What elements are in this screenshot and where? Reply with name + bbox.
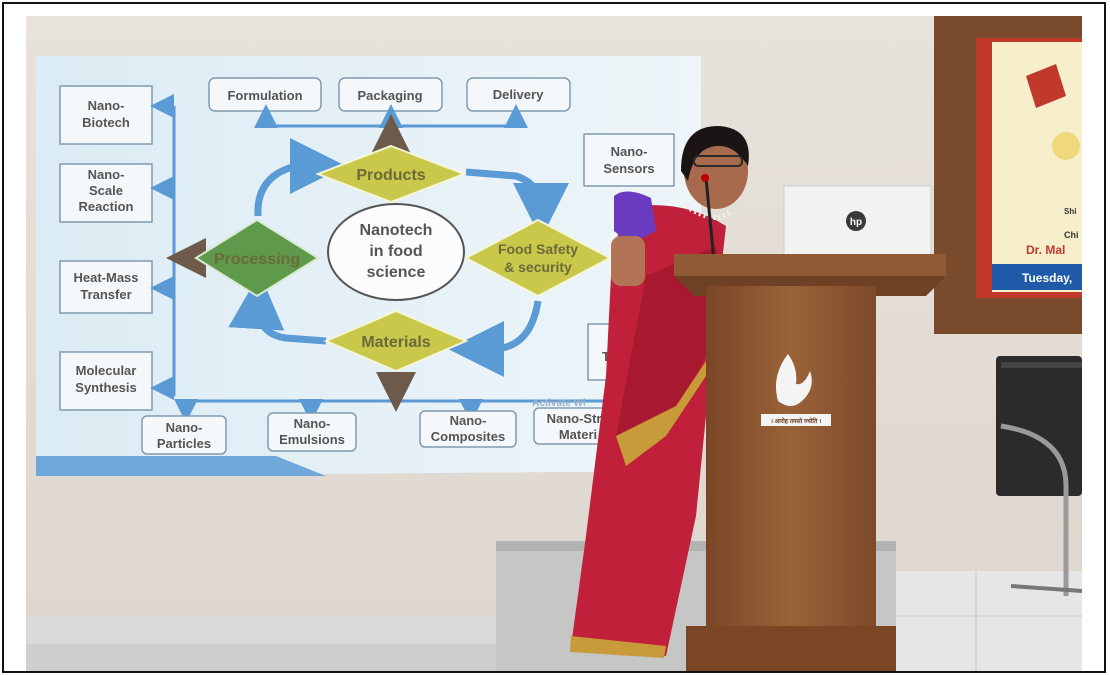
box-nano-scale-1: Nano- <box>88 167 125 182</box>
left-boxes: Nano- Biotech Nano- Scale Reaction Heat-… <box>59 85 153 411</box>
box-nano-scale-3: Reaction <box>79 199 134 214</box>
center-line-3: science <box>367 264 426 281</box>
box-nano-composites-1: Nano- <box>450 413 487 428</box>
photo: Formulation Packaging Delivery Nano- Bio… <box>26 16 1082 671</box>
activate-watermark: Activate Wi <box>532 398 586 409</box>
box-nano-scale-2: Scale <box>89 183 123 198</box>
box-molecular-2: Synthesis <box>75 380 136 395</box>
box-nano-structured-2: Materi <box>559 427 597 442</box>
box-nano-sensors-1: Nano- <box>611 144 648 159</box>
diamond-materials <box>323 309 469 373</box>
presenter <box>570 126 749 658</box>
diamond-food-safety <box>463 218 613 298</box>
banner-line-1: Shi <box>1064 207 1076 216</box>
banner-line-3: Dr. Mal <box>1026 243 1065 257</box>
box-nano-emulsions-2: Emulsions <box>279 432 345 447</box>
microphone <box>704 177 716 262</box>
diamond-processing <box>194 218 320 298</box>
skirting <box>26 644 496 671</box>
diamond-products-label: Products <box>356 167 425 184</box>
box-formulation: Formulation <box>227 88 302 103</box>
bottom-boxes: Nano- Particles Nano- Emulsions Nano- Co… <box>141 407 625 455</box>
diamond-materials-label: Materials <box>361 334 430 351</box>
center-line-2: in food <box>369 243 422 260</box>
box-nano-particles-1: Nano- <box>166 420 203 435</box>
center-ellipse <box>327 203 465 301</box>
floor-tiles-right <box>876 571 1082 671</box>
podium: । आरोह तमसो ज्योति । <box>674 254 946 671</box>
box-nano-sensors-2: Sensors <box>603 161 654 176</box>
box-molecular-1: Molecular <box>76 363 137 378</box>
box-nano-biotech-1: Nano- <box>88 98 125 113</box>
laptop: hp <box>783 185 932 265</box>
diamond-processing-label: Processing <box>214 251 300 268</box>
podium-motto: । आरोह तमसो ज्योति । <box>771 417 822 425</box>
box-packaging: Packaging <box>357 88 422 103</box>
banner-logo <box>1026 64 1066 108</box>
diamond-food-safety-1: Food Safety <box>498 241 578 257</box>
box-nano-structured-1: Nano-Stru <box>547 411 610 426</box>
box-right-partial: T <box>602 349 610 364</box>
photo-scene: Formulation Packaging Delivery Nano- Bio… <box>26 16 1082 671</box>
top-boxes: Formulation Packaging Delivery <box>208 77 571 112</box>
box-delivery: Delivery <box>493 87 544 102</box>
box-nano-composites-2: Composites <box>431 429 505 444</box>
office-chair <box>996 356 1082 596</box>
wall-banner: Shi Chi Dr. Mal Tuesday, <box>934 16 1082 334</box>
banner-line-2: Chi <box>1064 230 1079 240</box>
diamond-products <box>315 144 467 204</box>
podium-emblem <box>775 354 812 406</box>
box-heat-mass-2: Transfer <box>80 287 131 302</box>
box-heat-mass-1: Heat-Mass <box>73 270 138 285</box>
laptop-brand: hp <box>850 217 862 228</box>
box-nano-biotech-2: Biotech <box>82 115 130 130</box>
center-line-1: Nanotech <box>360 222 433 239</box>
projection-slide: Formulation Packaging Delivery Nano- Bio… <box>36 56 701 476</box>
banner-line-4: Tuesday, <box>1022 271 1072 285</box>
box-nano-particles-2: Particles <box>157 436 211 451</box>
diamond-food-safety-2: & security <box>504 259 572 275</box>
box-nano-emulsions-1: Nano- <box>294 416 331 431</box>
